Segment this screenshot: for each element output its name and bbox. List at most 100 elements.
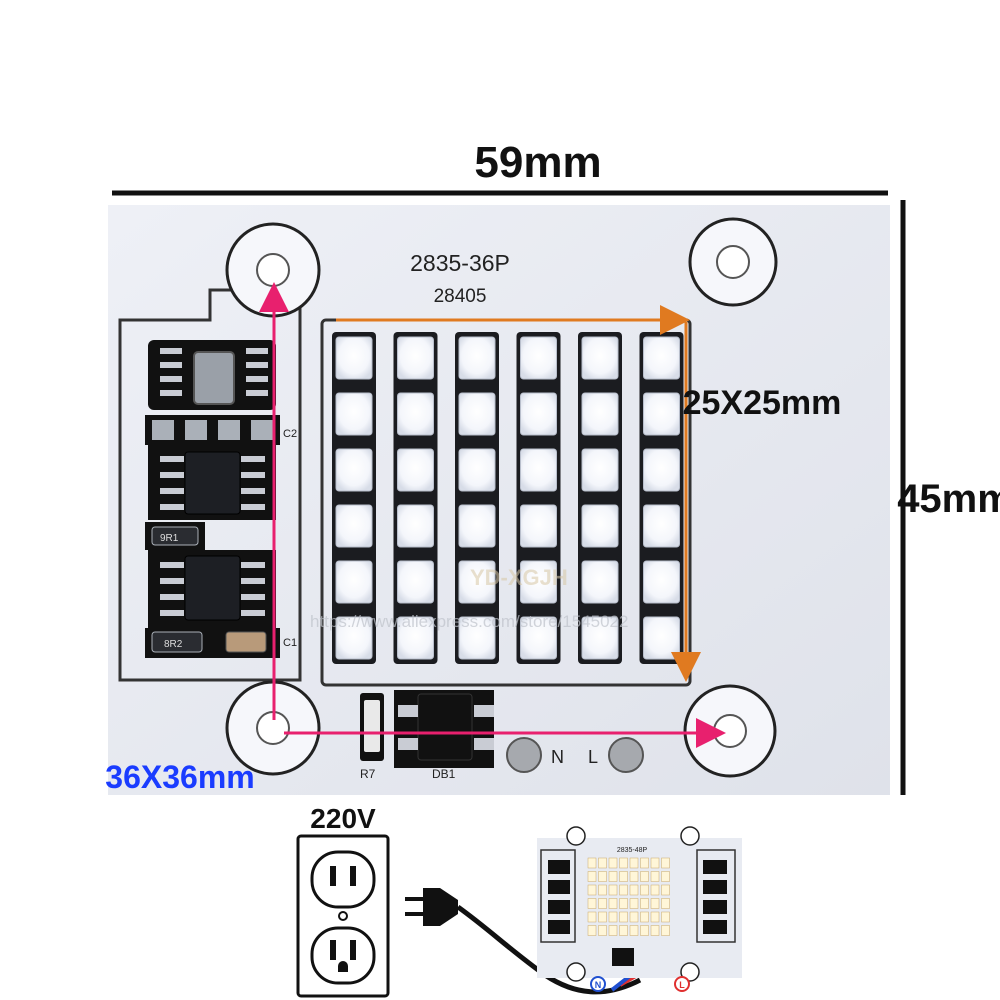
mini-led-chip [608, 884, 618, 896]
mount-hole-bottom-right [683, 684, 777, 778]
led-chip [643, 616, 680, 660]
chip-u1 [184, 555, 241, 621]
mini-led-chip [598, 884, 607, 896]
mini-led-chip [650, 925, 660, 936]
led-chip [581, 392, 619, 436]
mount-hole-top-left [225, 222, 321, 318]
mini-led-chip [650, 898, 660, 909]
led-chip [458, 392, 496, 436]
led-chip [520, 336, 557, 380]
led-chip [397, 616, 434, 660]
mini-led-chip [629, 898, 639, 909]
mini-led-chip [619, 857, 628, 869]
watermark-brand: YD-XGJH [470, 565, 568, 590]
driver-components [145, 340, 644, 773]
led-chip [335, 336, 373, 380]
voltage-label: 220V [310, 803, 376, 834]
led-chip [643, 392, 680, 436]
mini-led-chip [619, 871, 628, 882]
board-model-text: 2835-36P [410, 250, 510, 276]
silk-c1: C1 [283, 637, 297, 649]
led-chip [520, 560, 557, 604]
led-chip [397, 560, 434, 604]
mini-led-chip [661, 871, 670, 882]
mini-led-chip [629, 925, 639, 936]
led-chip [458, 504, 496, 548]
terminal-l-pad [608, 737, 644, 773]
mini-led-board [537, 826, 742, 992]
mini-led-chip [619, 925, 628, 936]
led-chip [335, 392, 373, 436]
led-chip [335, 504, 373, 548]
mini-led-chip [640, 857, 649, 869]
led-chip [643, 504, 680, 548]
chip-u3 [193, 351, 235, 405]
mini-led-chip [650, 857, 660, 869]
mini-led-chip [619, 911, 628, 923]
mini-led-chip [598, 911, 607, 923]
silk-8r2: 8R2 [164, 639, 183, 650]
led-chip [397, 336, 434, 380]
mini-led-chip [629, 911, 639, 923]
mini-led-chip [650, 871, 660, 882]
watermark-url: https://www.aliexpress.com/store/1545022 [310, 612, 628, 631]
mini-led-chip [608, 925, 618, 936]
led-chip [581, 616, 619, 660]
led-chip [581, 448, 619, 492]
mini-led-chip [629, 857, 639, 869]
led-chip [520, 616, 557, 660]
mini-led-chip [661, 857, 670, 869]
mini-led-chip [661, 898, 670, 909]
mini-led-chip [608, 871, 618, 882]
mini-led-chip [661, 925, 670, 936]
board-code-text: 28405 [434, 286, 487, 307]
mini-led-chip [650, 884, 660, 896]
led-chip [643, 448, 680, 492]
led-chip [458, 560, 496, 604]
mini-model-text: 2835-48P [617, 847, 648, 854]
mini-led-chip [661, 911, 670, 923]
mini-led-chip [587, 911, 597, 923]
silk-c2: C2 [283, 428, 297, 440]
led-chip [520, 504, 557, 548]
led-chip [397, 504, 434, 548]
mini-led-chip [598, 871, 607, 882]
mini-led-chip [640, 871, 649, 882]
mini-led-chip [587, 884, 597, 896]
mini-led-chip [640, 898, 649, 909]
led-chip [335, 560, 373, 604]
mount-hole-top-right [688, 217, 778, 307]
led-chip [397, 448, 434, 492]
terminal-l-label: L [588, 747, 598, 767]
led-chip [643, 336, 680, 380]
led-chip [581, 504, 619, 548]
mini-led-chip [650, 911, 660, 923]
chip-u2 [184, 451, 241, 515]
led-area-label: 25X25mm [683, 384, 842, 422]
mini-led-chip [608, 898, 618, 909]
led-chip [581, 560, 619, 604]
mini-led-chip [661, 884, 670, 896]
silk-9r1: 9R1 [160, 533, 179, 544]
led-grid [332, 332, 684, 664]
led-chip [458, 616, 496, 660]
height-label: 45mm [897, 477, 1000, 521]
width-label: 59mm [474, 138, 601, 187]
silk-r7: R7 [360, 767, 376, 781]
mini-led-chip [598, 898, 607, 909]
wall-outlet [296, 834, 390, 998]
led-strip [639, 332, 684, 664]
led-chip [520, 392, 557, 436]
mini-led-chip [587, 925, 597, 936]
mini-led-chip [598, 925, 607, 936]
terminal-n-pad [506, 737, 542, 773]
mini-led-chip [587, 857, 597, 869]
led-chip [643, 560, 680, 604]
mini-led-chip [608, 857, 618, 869]
mini-led-chip [587, 898, 597, 909]
led-chip [458, 448, 496, 492]
led-chip [335, 448, 373, 492]
mini-led-chip [608, 911, 618, 923]
mini-led-chip [619, 898, 628, 909]
